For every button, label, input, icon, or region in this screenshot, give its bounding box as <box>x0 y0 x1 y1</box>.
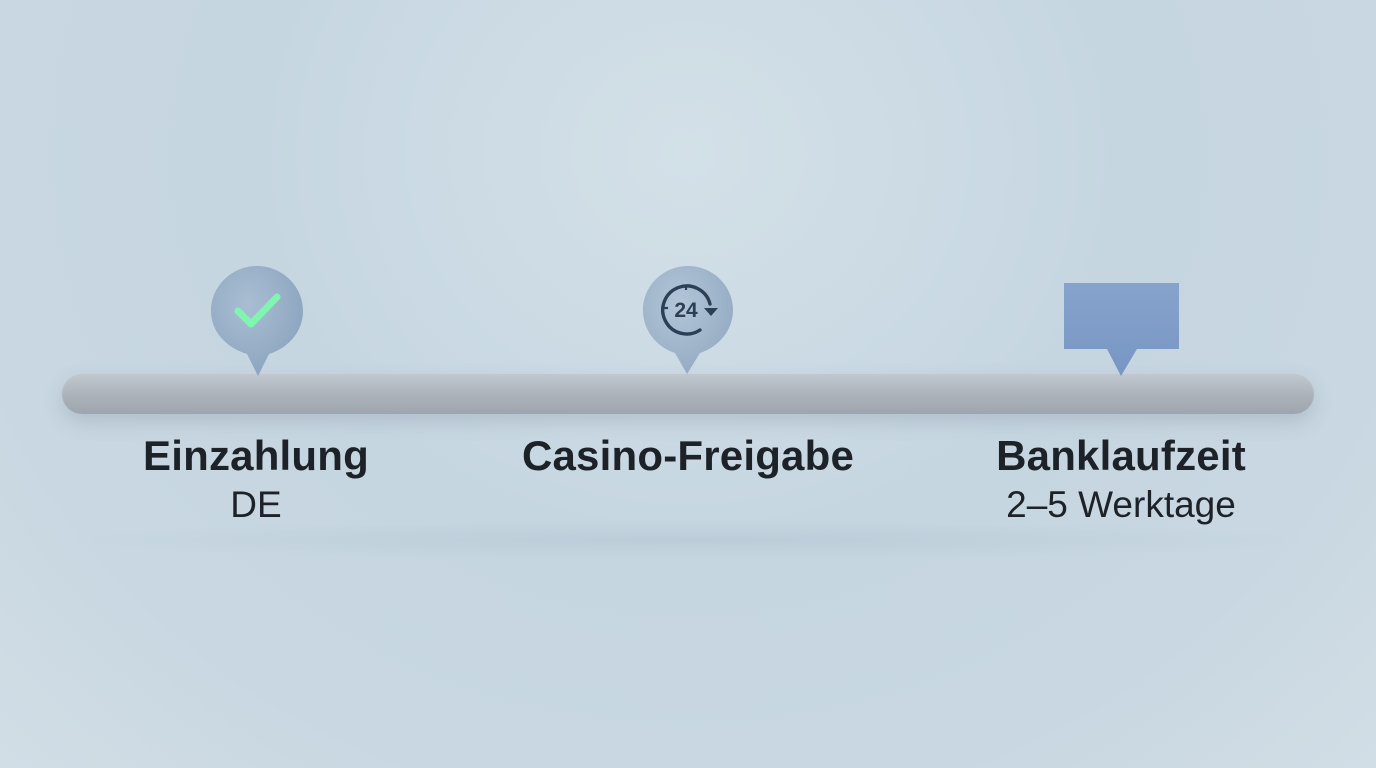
step-3-label: Banklaufzeit 2–5 Werktage <box>996 432 1246 526</box>
step-3-title: Banklaufzeit <box>996 432 1246 479</box>
step-2-marker: 24 <box>640 264 736 376</box>
check-icon <box>211 266 303 376</box>
clock-24-text: 24 <box>674 299 698 322</box>
blank-sign-icon <box>1064 283 1179 376</box>
step-3-marker <box>1062 281 1182 379</box>
clock-24-icon: 24 <box>643 266 733 374</box>
ground-shadow <box>60 520 1320 560</box>
step-1-title: Einzahlung <box>143 432 369 479</box>
step-2-title: Casino-Freigabe <box>521 432 855 479</box>
step-2-label: Casino-Freigabe <box>522 432 854 480</box>
step-1-marker <box>208 264 306 378</box>
step-1-label: Einzahlung DE <box>143 432 369 526</box>
timeline-bar <box>62 374 1314 414</box>
step-1-subtitle: DE <box>230 484 282 525</box>
step-3-subtitle: 2–5 Werktage <box>1006 484 1236 525</box>
